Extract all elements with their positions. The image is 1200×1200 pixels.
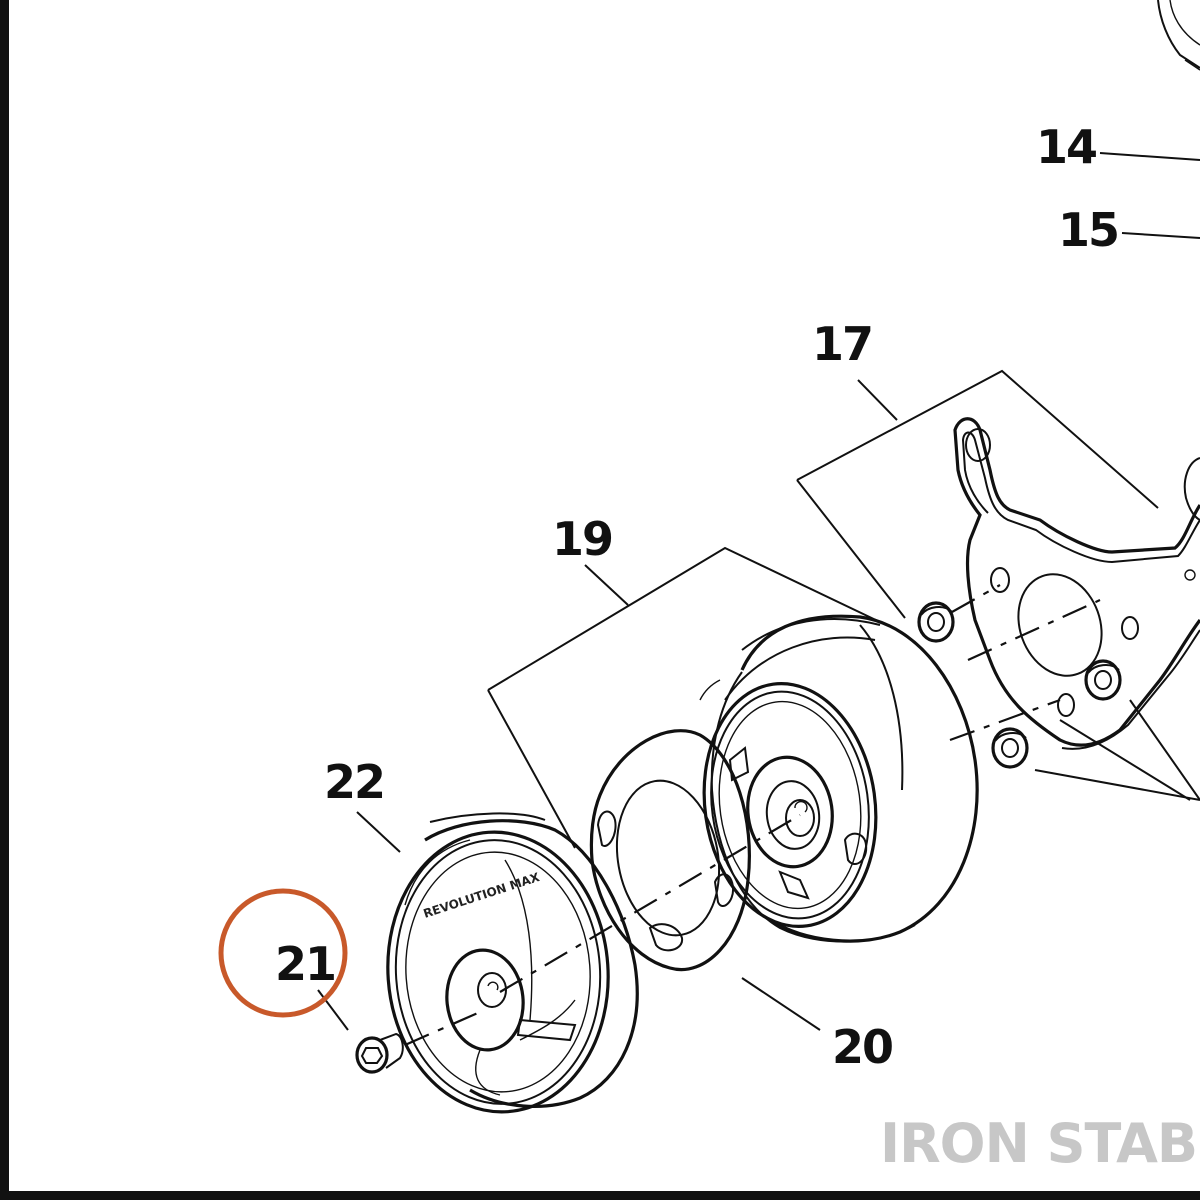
callout-15: 15 bbox=[1058, 203, 1118, 257]
cover-22: REVOLUTION MAX bbox=[386, 812, 639, 1114]
screw-21 bbox=[355, 1010, 481, 1074]
leader-lines-14-15 bbox=[1099, 152, 1200, 239]
grommet-top bbox=[917, 601, 955, 643]
gasket-20 bbox=[589, 729, 751, 972]
callout-22: 22 bbox=[324, 755, 384, 809]
mounting-bracket-17 bbox=[917, 417, 1200, 769]
assembly-axis bbox=[499, 814, 801, 993]
leader-grommets-right bbox=[1034, 699, 1200, 801]
callout-19: 19 bbox=[552, 512, 612, 566]
callout-14: 14 bbox=[1036, 120, 1096, 174]
callout-21: 21 bbox=[275, 937, 335, 991]
callout-20: 20 bbox=[832, 1020, 892, 1074]
leader-22 bbox=[356, 811, 401, 853]
leader-19 bbox=[487, 546, 881, 849]
grommet-bottom bbox=[991, 727, 1029, 769]
leader-17 bbox=[796, 369, 1159, 619]
callout-17: 17 bbox=[812, 317, 872, 371]
highlight-circle bbox=[218, 888, 348, 1018]
watermark-text: IRON STABLE bbox=[880, 1112, 1200, 1175]
grommet-middle bbox=[1084, 659, 1122, 701]
upper-component-partial bbox=[1157, 0, 1200, 71]
cover-brand-text: REVOLUTION MAX bbox=[422, 870, 542, 921]
leader-21 bbox=[317, 989, 349, 1031]
leader-20 bbox=[741, 977, 821, 1031]
